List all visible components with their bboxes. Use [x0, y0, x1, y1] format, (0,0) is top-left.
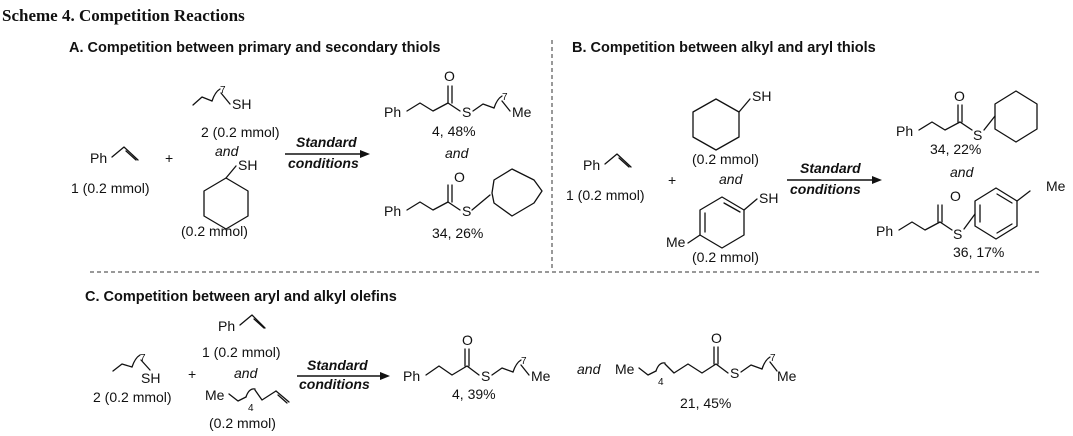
svg-text:SH: SH: [759, 190, 778, 206]
svg-text:Me: Me: [777, 368, 797, 384]
product-36-structure: Ph O S Me: [876, 178, 1066, 242]
svg-text:O: O: [462, 332, 473, 348]
octene-amount: (0.2 mmol): [209, 415, 276, 431]
product-34-structure-b: Ph O S: [896, 88, 1038, 143]
svg-text:S: S: [462, 104, 471, 120]
section-b: B. Competition between alkyl and aryl th…: [566, 40, 1066, 265]
section-b-header: B. Competition between alkyl and aryl th…: [572, 40, 876, 56]
svg-text:Ph: Ph: [896, 123, 913, 139]
svg-text:O: O: [954, 88, 965, 104]
plus-sign-b: +: [668, 172, 676, 188]
svg-text:S: S: [953, 226, 962, 242]
styrene-ph-label-b: Ph: [583, 157, 600, 173]
svg-text:S: S: [481, 368, 490, 384]
product-34-yield: 34, 26%: [432, 225, 483, 241]
cyclohexanethiol-amount-b: (0.2 mmol): [692, 151, 759, 167]
product-21-yield: 21, 45%: [680, 395, 731, 411]
product-34-yield-b: 34, 22%: [930, 141, 981, 157]
plus-sign-c: +: [188, 366, 196, 382]
section-c: C. Competition between aryl and alkyl ol…: [85, 289, 797, 431]
svg-text:SH: SH: [141, 370, 160, 386]
styrene-amount-b: 1 (0.2 mmol): [566, 187, 645, 203]
svg-text:SH: SH: [238, 157, 257, 173]
svg-text:Me: Me: [205, 387, 225, 403]
and-text-b: and: [719, 171, 744, 187]
product-36-yield: 36, 17%: [953, 244, 1004, 260]
toluenethiol-structure: SH Me: [666, 190, 778, 250]
svg-text:O: O: [454, 169, 465, 185]
svg-text:4: 4: [248, 403, 254, 414]
svg-text:4: 4: [658, 377, 664, 388]
product-4-yield-c: 4, 39%: [452, 386, 496, 402]
section-a: A. Competition between primary and secon…: [69, 40, 543, 241]
conditions-line1-c: Standard: [307, 357, 368, 373]
product-4-yield: 4, 48%: [432, 123, 476, 139]
cyclohexanethiol-structure: SH: [203, 157, 257, 230]
octanethiol-structure: 7 SH: [192, 85, 251, 112]
svg-text:O: O: [950, 188, 961, 204]
svg-text:SH: SH: [232, 96, 251, 112]
svg-text:SH: SH: [752, 88, 771, 104]
svg-text:7: 7: [140, 353, 146, 364]
svg-text:Me: Me: [531, 368, 551, 384]
svg-text:S: S: [730, 365, 739, 381]
section-b-styrene: Ph 1 (0.2 mmol): [566, 153, 645, 203]
styrene-ph-label: Ph: [90, 150, 107, 166]
conditions-line2-c: conditions: [299, 376, 370, 392]
product-34-structure: Ph O S: [384, 168, 543, 219]
conditions-line1: Standard: [296, 134, 357, 150]
product-21-structure: Me 4 O S 7 Me: [615, 330, 797, 388]
product-4-structure: Ph O S 7 Me: [384, 68, 532, 120]
svg-text:S: S: [973, 127, 982, 143]
products-and-c: and: [577, 361, 602, 377]
conditions-line2-b: conditions: [790, 181, 861, 197]
svg-text:7: 7: [220, 85, 226, 96]
svg-text:7: 7: [521, 356, 527, 367]
toluenethiol-amount: (0.2 mmol): [692, 249, 759, 265]
scheme-title: Scheme 4. Competition Reactions: [2, 6, 245, 25]
styrene-amount-c: 1 (0.2 mmol): [202, 344, 281, 360]
styrene-ph-label-c: Ph: [218, 318, 235, 334]
thiol-2-amount-c: 2 (0.2 mmol): [93, 389, 172, 405]
section-a-styrene: Ph 1 (0.2 mmol): [71, 146, 150, 196]
svg-text:Me: Me: [1046, 178, 1066, 194]
thiol-2-amount: 2 (0.2 mmol): [201, 124, 280, 140]
section-c-styrene: Ph: [218, 314, 266, 334]
section-c-header: C. Competition between aryl and alkyl ol…: [85, 289, 397, 305]
product-4-structure-c: Ph O S 7 Me: [403, 332, 551, 384]
svg-text:Me: Me: [512, 104, 532, 120]
cyclohexanethiol-amount: (0.2 mmol): [181, 223, 248, 239]
section-a-header: A. Competition between primary and secon…: [69, 40, 440, 56]
svg-text:O: O: [711, 330, 722, 346]
svg-text:Ph: Ph: [384, 203, 401, 219]
svg-text:O: O: [444, 68, 455, 84]
svg-text:7: 7: [502, 92, 508, 103]
octanethiol-structure-c: 7 SH: [112, 353, 160, 386]
svg-text:7: 7: [770, 353, 776, 364]
conditions-line2: conditions: [288, 155, 359, 171]
svg-text:Ph: Ph: [876, 223, 893, 239]
styrene-amount: 1 (0.2 mmol): [71, 180, 150, 196]
svg-text:Ph: Ph: [403, 368, 420, 384]
svg-text:Me: Me: [666, 234, 686, 250]
cyclohexanethiol-structure-b: SH: [692, 88, 771, 151]
and-text: and: [215, 143, 240, 159]
products-and: and: [445, 145, 470, 161]
octene-structure: Me 4: [205, 387, 290, 414]
svg-text:Ph: Ph: [384, 104, 401, 120]
products-and-b: and: [950, 164, 975, 180]
and-text-c: and: [234, 365, 259, 381]
svg-text:Me: Me: [615, 361, 635, 377]
plus-sign: +: [165, 150, 173, 166]
conditions-line1-b: Standard: [800, 160, 861, 176]
svg-text:S: S: [462, 203, 471, 219]
